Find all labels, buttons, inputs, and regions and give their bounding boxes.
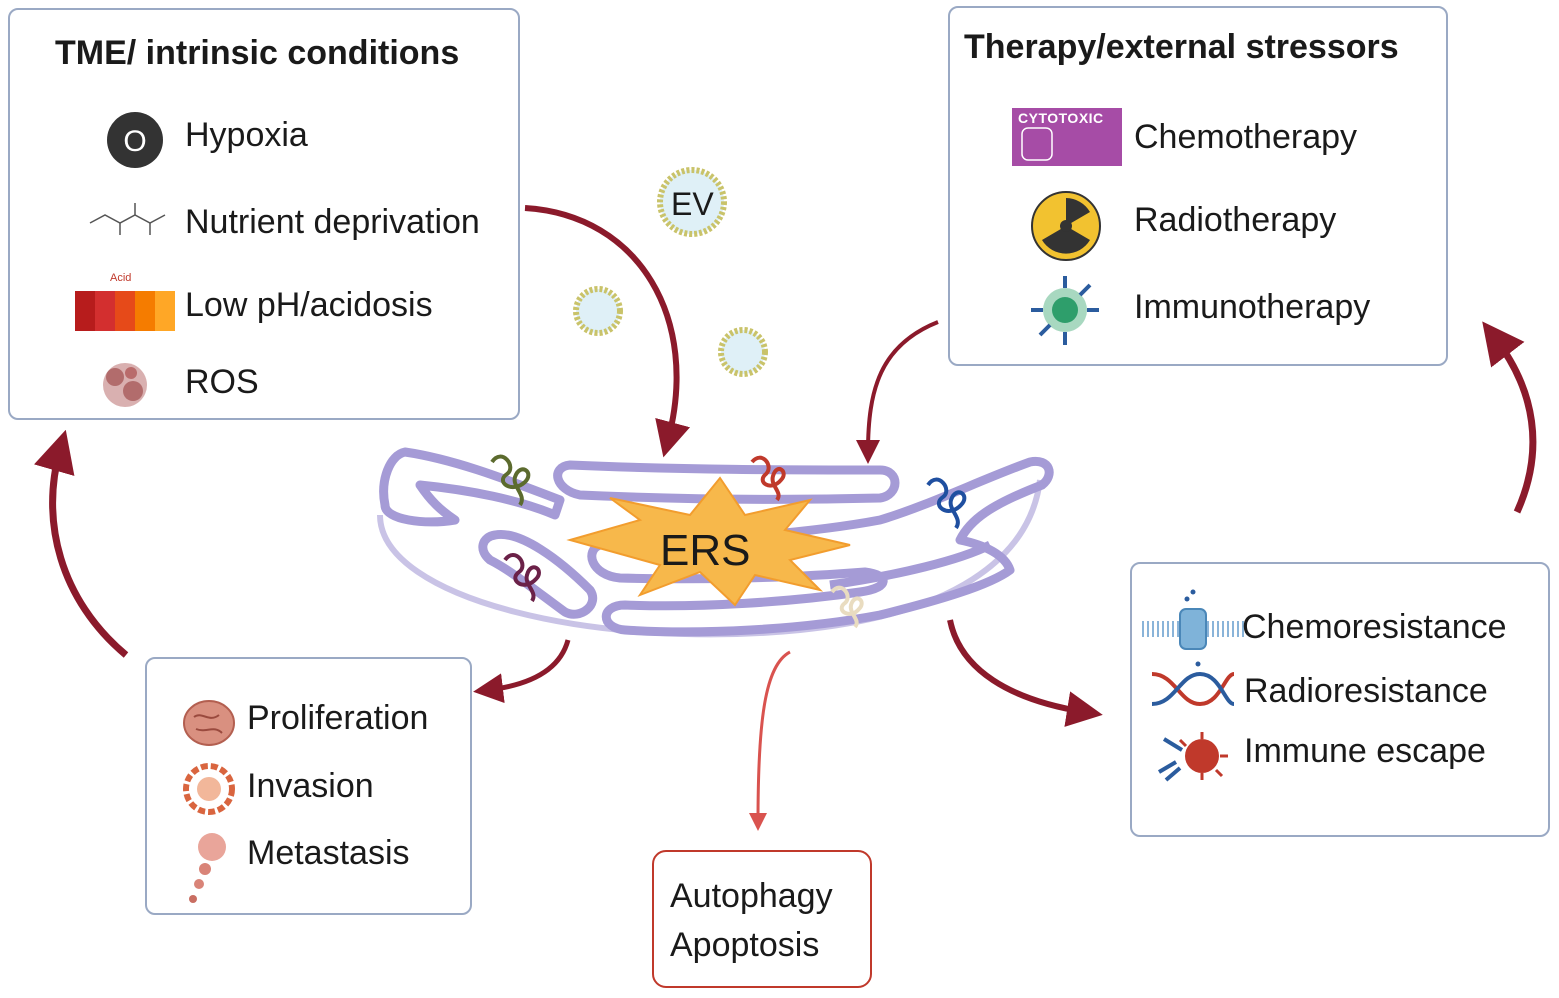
ros-cluster-icon [103,363,147,407]
autophagy-label: Autophagy [670,877,833,915]
extracellular-vesicle-icon [573,167,768,377]
metastasis-icon [189,833,226,903]
svg-text:O: O [123,125,146,158]
arrow-left-cycle [34,429,129,658]
arrow-er-to-resistance [947,619,1103,727]
arrow-er-to-autophagy [749,650,791,831]
misfolded-protein-icon [490,454,967,629]
radiation-icon [1031,191,1101,261]
ros-label: ROS [185,363,259,401]
arrow-er-to-proliferation [473,639,571,704]
chemoresistance-label: Chemoresistance [1242,608,1507,646]
cytotoxic-label-icon [1012,108,1122,166]
apoptosis-label: Apoptosis [670,926,820,964]
metastasis-label: Metastasis [247,834,410,872]
therapy-resistance-panel: Chemoresistance Radioresistance Immune e… [1130,562,1550,837]
antibody-cell-icon [1157,732,1228,782]
tme-conditions-panel: TME/ intrinsic conditions O Hypoxia Nutr… [8,8,520,420]
cell-icon [183,700,235,746]
invasion-label: Invasion [247,767,374,805]
radioresistance-label: Radioresistance [1244,672,1488,710]
ph-scale-icon [75,291,175,331]
membrane-channel-icon [1142,589,1244,667]
therapy-title: Therapy/external stressors [964,28,1399,66]
ers-label: ERS [660,526,751,575]
hypoxia-label: Hypoxia [185,116,308,154]
immune-cell-icon [1031,276,1099,345]
tumor-progression-panel: Proliferation Invasion Metastasis [145,657,472,915]
radiotherapy-label: Radiotherapy [1134,201,1337,239]
immune-escape-label: Immune escape [1244,732,1486,770]
amino-acid-structure-icon [89,203,166,235]
invading-cell-icon [183,763,235,815]
oxygen-icon: O [107,112,163,168]
immunotherapy-label: Immunotherapy [1134,288,1371,326]
dna-icon [1151,671,1235,707]
therapy-stressors-panel: Therapy/external stressors CYTOTOXIC Che… [948,6,1448,366]
cytotoxic-text: CYTOTOXIC [1018,110,1104,126]
ev-label: EV [671,186,714,222]
low-ph-label: Low pH/acidosis [185,286,433,324]
arrow-therapy-to-er [856,320,939,464]
nutrient-deprivation-label: Nutrient deprivation [185,203,480,241]
tme-title: TME/ intrinsic conditions [55,34,460,72]
acid-label: Acid [110,272,132,284]
arrow-tme-to-er [524,205,691,458]
chemotherapy-label: Chemotherapy [1134,118,1358,156]
proliferation-label: Proliferation [247,699,429,737]
ers-burst-icon [566,476,851,607]
arrow-right-cycle [1482,321,1537,514]
autophagy-apoptosis-panel: Autophagy Apoptosis [652,850,872,988]
